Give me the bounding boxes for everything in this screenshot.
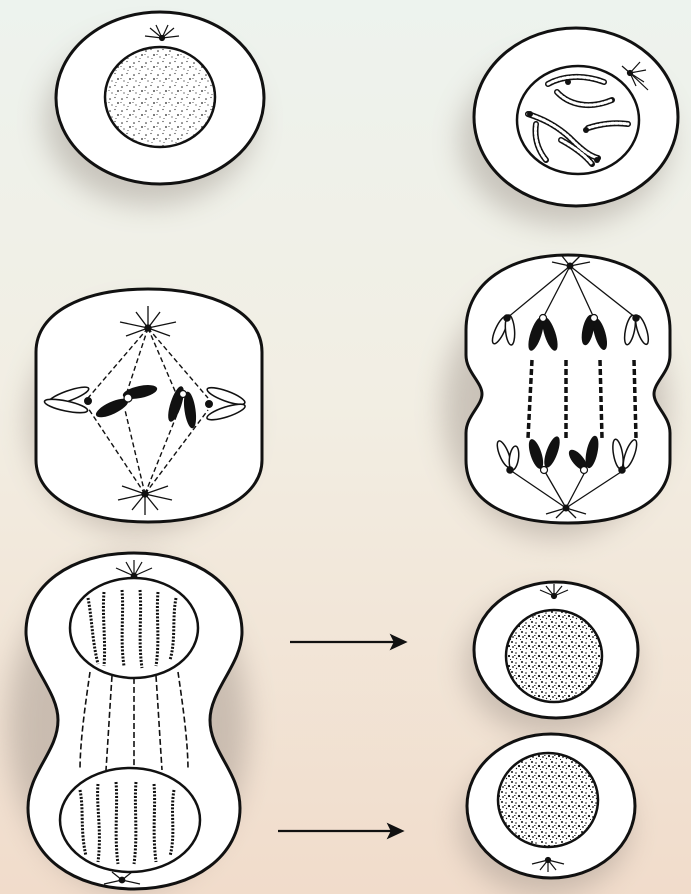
nucleus <box>105 47 215 147</box>
arrow-bottom <box>278 825 402 837</box>
nucleus-bottom <box>60 768 200 872</box>
cell-membrane <box>466 255 670 523</box>
interphase-cell <box>45 12 264 205</box>
nucleus <box>506 610 602 702</box>
metaphase-cell <box>28 289 262 532</box>
nucleus-top <box>70 578 198 678</box>
nucleus <box>517 66 639 174</box>
prophase-cell <box>460 28 678 225</box>
daughter-cell-bottom <box>460 734 635 894</box>
nucleus <box>498 753 598 847</box>
anaphase-cell <box>443 255 670 538</box>
daughter-cell-top <box>465 582 638 735</box>
telophase-cell <box>8 553 248 890</box>
arrow-top <box>290 636 405 648</box>
